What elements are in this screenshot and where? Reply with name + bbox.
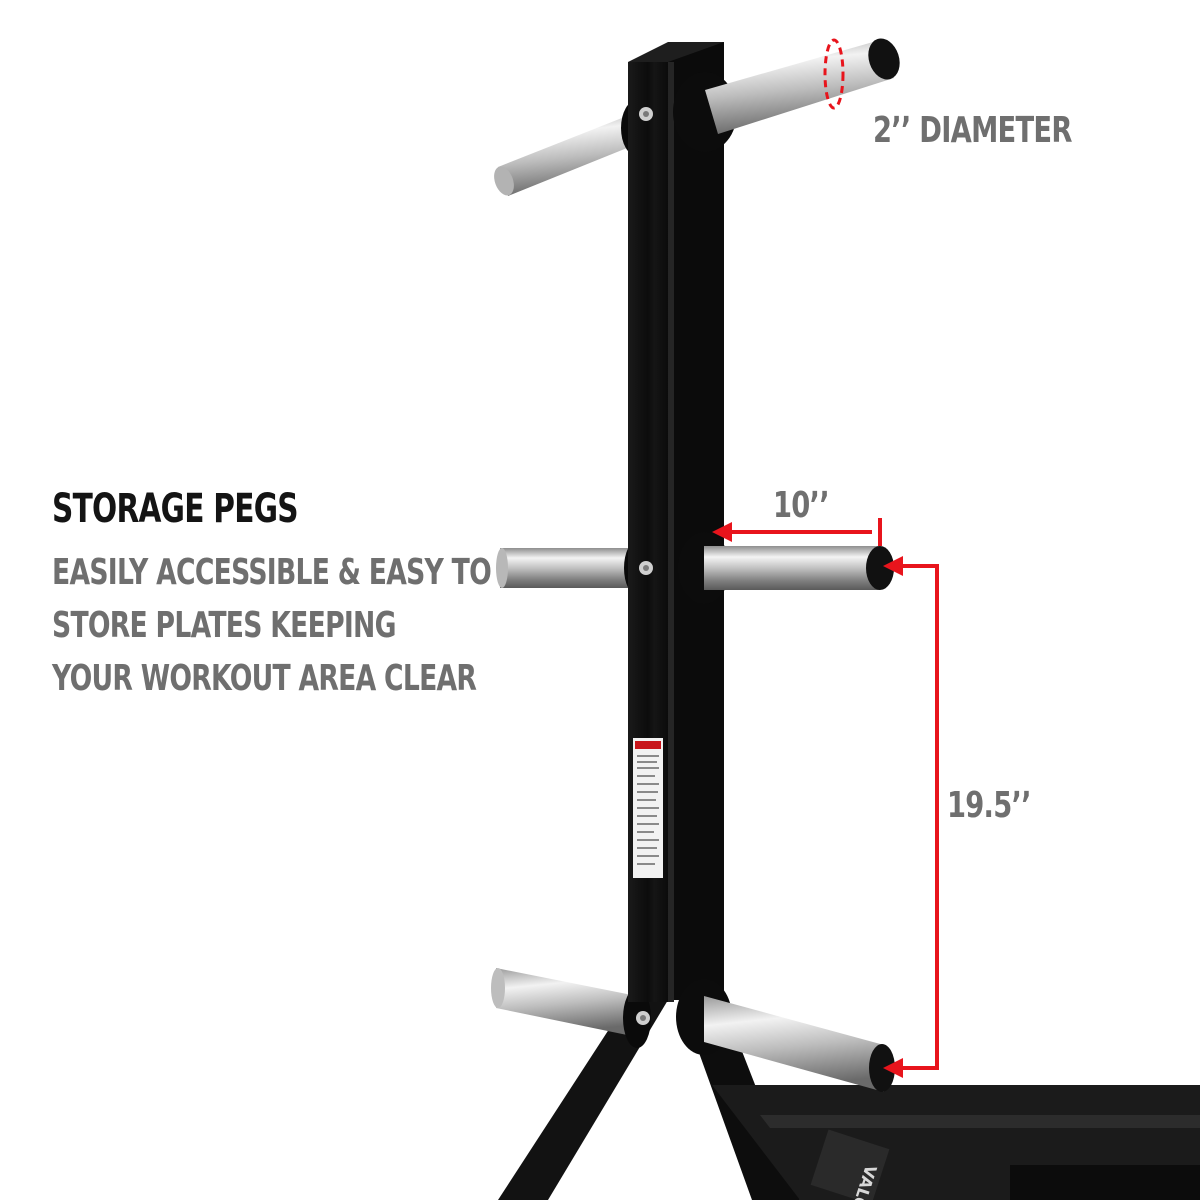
warning-sticker (633, 738, 663, 878)
feature-description-line: YOUR WORKOUT AREA CLEAR (52, 658, 477, 699)
peg-spacing-marker (883, 556, 939, 1078)
diameter-label: 2’’ DIAMETER (873, 110, 1072, 151)
peg-bottom-back (491, 968, 651, 1048)
feature-heading: STORAGE PEGS (52, 486, 299, 532)
peg-bottom-front (676, 979, 895, 1092)
peg-length-label: 10’’ (773, 485, 830, 526)
diameter-marker (823, 38, 845, 110)
peg-top-front (673, 38, 900, 152)
dimension-markers (712, 38, 939, 1078)
peg-middle-front (678, 532, 894, 604)
feature-description-line: EASILY ACCESSIBLE & EASY TO (52, 552, 492, 593)
feature-description-line: STORE PLATES KEEPING (52, 605, 396, 646)
peg-length-marker (712, 518, 882, 546)
peg-spacing-label: 19.5’’ (947, 785, 1032, 826)
base-frame: VALOR (498, 1000, 1200, 1200)
